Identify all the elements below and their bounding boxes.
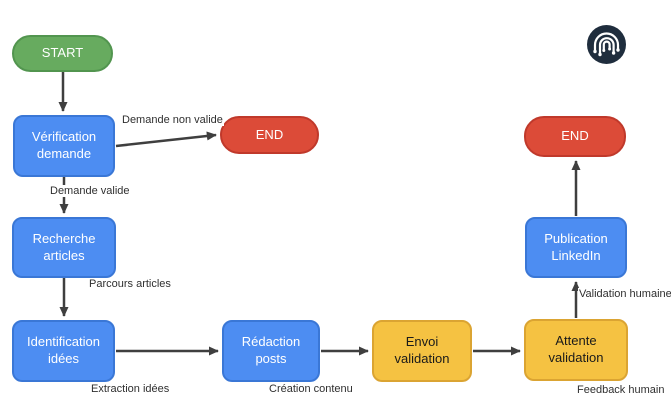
node-attente-validation: Attente validation — [524, 319, 628, 381]
edge-label-extraction-idees: Extraction idées — [90, 383, 171, 395]
edge-verification-to-end — [115, 131, 217, 148]
arches-logo-icon — [587, 25, 626, 64]
node-redaction-posts: Rédaction posts — [222, 320, 320, 382]
edge-label-demande-non-valide: Demande non valide — [121, 114, 224, 126]
node-publication-linkedin: Publication LinkedIn — [525, 217, 627, 278]
node-recherche-articles: Recherche articles — [12, 217, 116, 278]
node-identification-idees: Identification idées — [12, 320, 115, 382]
logo-circle — [587, 25, 626, 64]
node-verification-demande: Vérification demande — [13, 115, 115, 177]
edge-label-demande-valide: Demande valide — [49, 185, 131, 197]
edge-label-feedback-humain: Feedback humain — [576, 384, 666, 396]
edge-label-validation-humaine: Validation humaine — [578, 288, 671, 300]
node-start: START — [12, 35, 113, 72]
edge-label-creation-contenu: Création contenu — [268, 383, 354, 395]
node-end-top: END — [220, 116, 319, 154]
node-envoi-validation: Envoi validation — [372, 320, 472, 382]
edge-label-parcours-articles: Parcours articles — [88, 278, 172, 290]
node-end-right: END — [524, 116, 626, 157]
